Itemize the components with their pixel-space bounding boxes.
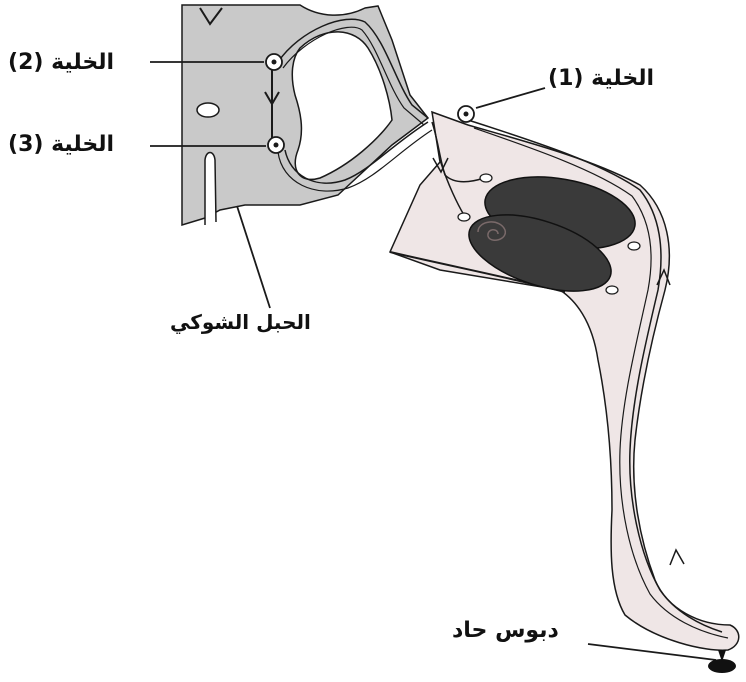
cell-1-body bbox=[458, 106, 474, 122]
tendon-end bbox=[480, 174, 492, 182]
label-cell-3: الخلية (3) bbox=[8, 134, 114, 156]
pin-icon bbox=[708, 650, 736, 673]
ventral-fissure bbox=[205, 153, 216, 226]
label-cell-1: الخلية (1) bbox=[548, 68, 654, 90]
arrow-up-icon bbox=[670, 550, 684, 565]
tendon-end bbox=[458, 213, 470, 221]
tendon-end bbox=[628, 242, 640, 250]
cell-3-body bbox=[268, 137, 284, 153]
central-canal bbox=[197, 103, 219, 117]
cell-2-body bbox=[266, 54, 282, 70]
label-sharp-pin: دبوس حاد bbox=[452, 620, 559, 642]
label-cell-2: الخلية (2) bbox=[8, 52, 114, 74]
pointer-cell-1 bbox=[476, 88, 545, 108]
tendon-end bbox=[606, 286, 618, 294]
pointer-spinal-cord bbox=[237, 206, 270, 308]
label-spinal-cord: الحبل الشوكي bbox=[170, 312, 311, 332]
